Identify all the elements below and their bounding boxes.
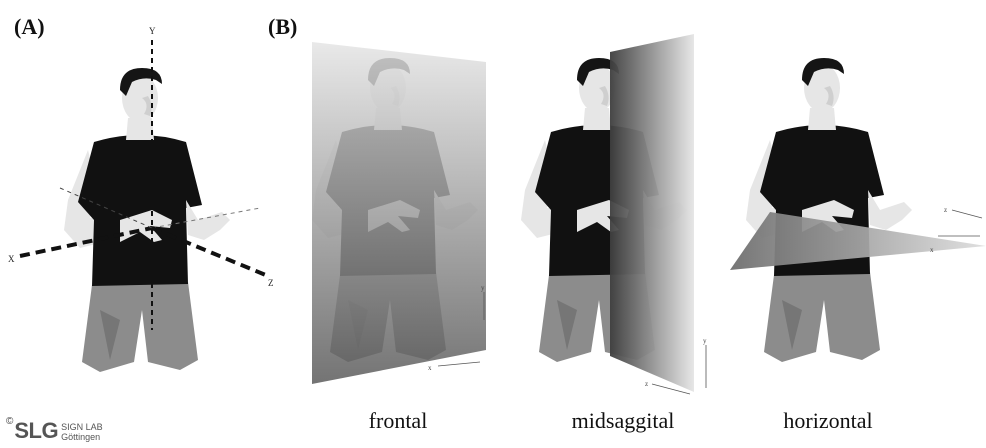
midsaggital-axis-2-label: z — [645, 380, 648, 388]
panel-b-label: (B) — [268, 14, 297, 40]
frontal-plane — [312, 42, 486, 384]
logo-slg: SLG — [14, 420, 58, 442]
y-axis-label: Y — [149, 26, 156, 36]
copyright-symbol: © — [6, 416, 13, 427]
logo-line-1: SIGN LAB — [61, 422, 103, 432]
frontal-axis-2-label: x — [428, 364, 432, 372]
frontal-axis-1-label: y — [481, 284, 485, 292]
panel-a-label: (A) — [14, 14, 45, 40]
frontal-plane-illustration — [312, 42, 486, 384]
midsaggital-plane — [610, 34, 694, 392]
x-axis-label: X — [8, 254, 15, 264]
z-axis-label: Z — [268, 278, 274, 288]
logo-subtitle: SIGN LAB Göttingen — [61, 422, 103, 442]
slg-credit-logo: © SLG SIGN LAB Göttingen — [6, 416, 103, 442]
caption-midsaggital: midsaggital — [543, 408, 703, 434]
caption-horizontal: horizontal — [748, 408, 908, 434]
caption-frontal: frontal — [318, 408, 478, 434]
logo-line-2: Göttingen — [61, 432, 103, 442]
horizontal-axis-2-label: x — [930, 246, 934, 254]
horizontal-plane-illustration — [730, 58, 986, 362]
midsaggital-axis-1-label: y — [703, 337, 707, 345]
midsaggital-plane-illustration — [521, 34, 706, 394]
panel-a-figure — [20, 40, 268, 372]
horizontal-axis-1-label: z — [944, 206, 947, 214]
